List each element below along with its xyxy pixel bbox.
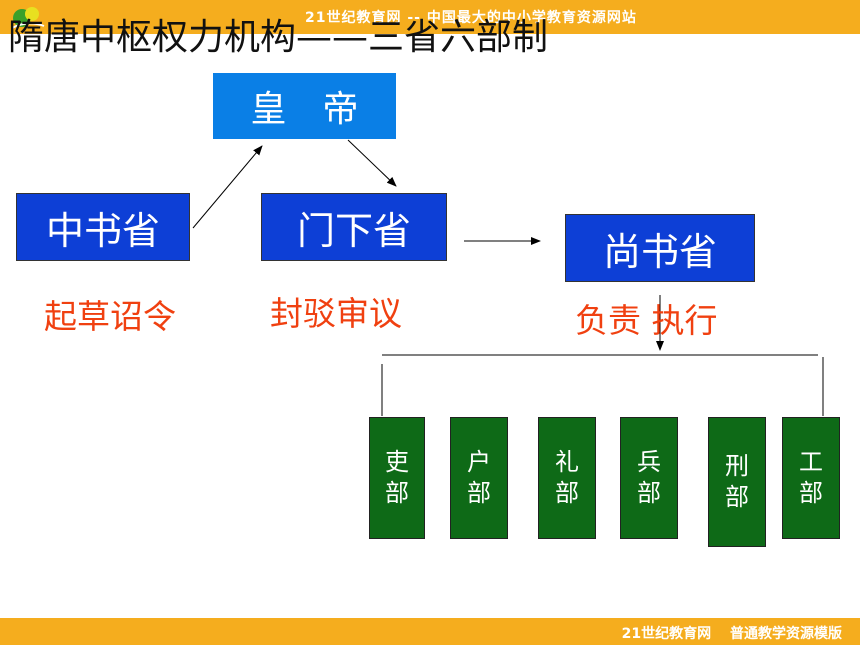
ministry-box-hu: 户 部 (450, 417, 508, 539)
ministry-char: 户 (467, 447, 491, 476)
menxia-box: 门下省 (261, 193, 447, 261)
menxia-label: 门下省 (296, 208, 411, 253)
ministry-box-li: 吏 部 (369, 417, 425, 539)
zhongshu-function: 起草诏令 (44, 297, 176, 336)
ministry-char: 部 (637, 479, 661, 507)
header-banner-text: 21世纪教育网 -- 中国最大的中小学教育资源网站 (305, 10, 637, 26)
site-logo-icon (11, 7, 45, 29)
menxia-function: 封驳审议 (270, 294, 402, 333)
shangshu-label: 尚书省 (602, 229, 717, 274)
ministry-char: 部 (555, 479, 579, 507)
footer-bar: 21世纪教育网 普通教学资源模版 (0, 618, 860, 645)
ministry-char: 吏 (385, 447, 409, 476)
emperor-label: 皇 帝 (250, 89, 359, 130)
ministry-char: 礼 (555, 447, 579, 476)
ministry-box-gong: 工 部 (782, 417, 840, 539)
ministry-char: 部 (385, 479, 409, 507)
ministry-char: 部 (799, 479, 823, 507)
ministry-char: 部 (725, 483, 749, 511)
ministry-char: 工 (799, 447, 823, 476)
ministry-char: 兵 (637, 447, 661, 476)
zhongshu-label: 中书省 (45, 208, 160, 253)
emperor-box: 皇 帝 (213, 73, 396, 139)
shangshu-function: 负责 执行 (575, 301, 718, 340)
ministry-char: 刑 (725, 451, 749, 480)
shangshu-box: 尚书省 (565, 214, 755, 282)
arrow-emperor-to-menxia (347, 139, 397, 187)
page-title: 隋唐中枢权力机构——三省六部制 (8, 17, 549, 58)
ministry-box-li-rites: 礼 部 (538, 417, 596, 539)
zhongshu-box: 中书省 (16, 193, 190, 261)
ministry-box-bing: 兵 部 (620, 417, 678, 539)
ministry-box-xing: 刑 部 (708, 417, 766, 547)
header-bar: 21世纪教育网 -- 中国最大的中小学教育资源网站 (0, 0, 860, 34)
arrow-zhongshu-to-emperor (192, 145, 263, 229)
ministry-char: 部 (467, 479, 491, 507)
footer-text: 21世纪教育网 普通教学资源模版 (621, 626, 842, 642)
